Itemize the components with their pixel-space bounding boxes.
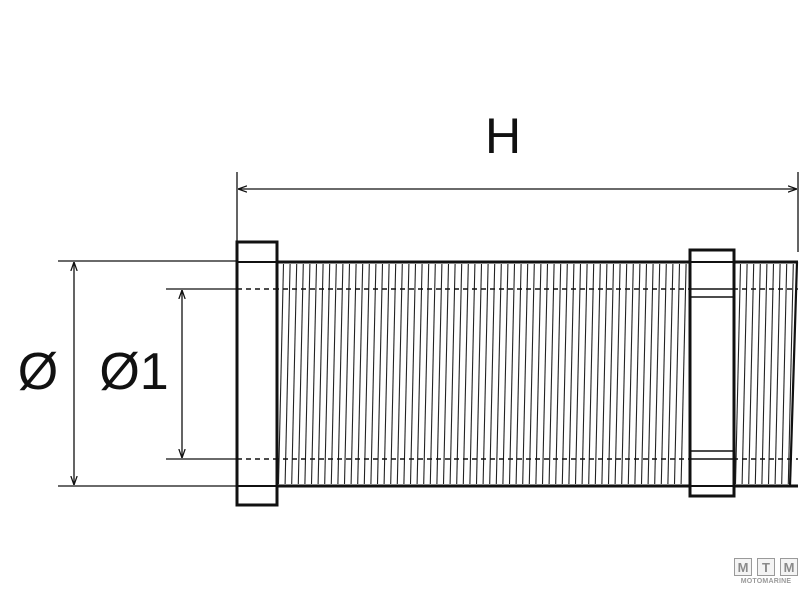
height-label: H — [485, 108, 521, 164]
thread-line — [423, 263, 430, 485]
thread-line — [343, 263, 351, 485]
thread-line — [396, 263, 403, 485]
thread-line — [754, 263, 761, 485]
thread-line — [680, 263, 687, 485]
thread-line — [284, 263, 291, 485]
thread-lines — [277, 263, 794, 485]
thread-line — [767, 263, 775, 485]
thread-line — [357, 263, 364, 485]
thread-line — [449, 263, 456, 485]
outer-diameter-dimension: Ø — [18, 260, 238, 487]
thread-line — [528, 263, 535, 485]
thread-line — [291, 263, 298, 485]
thread-line — [277, 263, 285, 485]
thread-line — [363, 263, 370, 485]
thread-line — [317, 263, 324, 485]
thread-line — [621, 263, 628, 485]
thread-line — [640, 263, 648, 485]
thread-line — [627, 263, 634, 485]
thread-line — [647, 263, 654, 485]
thread-line — [409, 263, 417, 485]
thread-line — [555, 263, 562, 485]
thread-line — [436, 263, 443, 485]
outer-diameter-label: Ø — [18, 343, 58, 401]
thread-line — [456, 263, 463, 485]
thread-line — [634, 263, 641, 485]
thread-line — [469, 263, 476, 485]
thread-line — [614, 263, 621, 485]
thread-line — [330, 263, 337, 485]
inner-diameter-dimension: Ø1 — [99, 288, 238, 460]
thread-line — [748, 263, 755, 485]
thread-line — [370, 263, 377, 485]
thread-line — [781, 263, 788, 485]
thread-line — [607, 263, 615, 485]
thread-line — [297, 263, 304, 485]
thread-line — [383, 263, 390, 485]
flange — [235, 240, 279, 507]
thread-line — [482, 263, 489, 485]
logo-name: MOTOMARINE — [740, 578, 792, 585]
thread-line — [495, 263, 502, 485]
thread-line — [515, 263, 522, 485]
thread-line — [741, 263, 748, 485]
thread-line — [761, 263, 768, 485]
thread-line — [310, 263, 318, 485]
thread-line — [324, 263, 331, 485]
thread-line — [442, 263, 450, 485]
thread-line — [416, 263, 423, 485]
thread-line — [581, 263, 588, 485]
thread-line — [654, 263, 661, 485]
logo-letter: M — [780, 558, 798, 576]
thread-line — [475, 263, 483, 485]
thread-line — [561, 263, 568, 485]
thread-line — [522, 263, 529, 485]
thread-line — [489, 263, 496, 485]
thread-line — [350, 263, 357, 485]
thread-line — [548, 263, 555, 485]
thread-line — [403, 263, 410, 485]
thread-line — [594, 263, 601, 485]
thread-line — [337, 263, 344, 485]
thread-line — [508, 263, 516, 485]
thread-line — [390, 263, 397, 485]
thread-line — [667, 263, 674, 485]
thread-line — [462, 263, 469, 485]
thread-line — [588, 263, 595, 485]
logo-letter: T — [757, 558, 775, 576]
thread-line — [535, 263, 542, 485]
thread-line — [541, 263, 549, 485]
thread-line — [502, 263, 509, 485]
thread-line — [574, 263, 582, 485]
thread-line — [787, 263, 794, 485]
thread-line — [673, 263, 681, 485]
thread-line — [734, 263, 742, 485]
height-dimension: H — [236, 108, 799, 252]
motomarine-logo: M T M MOTOMARINE — [734, 558, 798, 592]
thread-line — [660, 263, 667, 485]
logo-letter: M — [734, 558, 752, 576]
thread-line — [429, 263, 436, 485]
thread-line — [774, 263, 781, 485]
threaded-body — [238, 260, 799, 488]
inner-diameter-label: Ø1 — [99, 343, 168, 401]
thread-line — [304, 263, 311, 485]
thread-line — [376, 263, 384, 485]
thread-line — [601, 263, 608, 485]
nut — [688, 248, 736, 498]
thread-line — [568, 263, 575, 485]
